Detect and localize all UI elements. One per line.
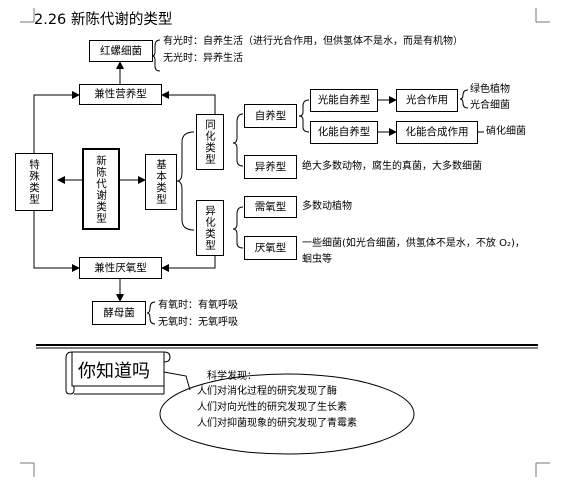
box-autotroph: 自养型 (244, 104, 297, 128)
box-dissimilation-type: 异化类型 (196, 200, 224, 256)
box-heterotroph: 异养型 (244, 155, 297, 179)
speech-ellipse (159, 373, 415, 455)
text-red-spirillum-dark: 无光时：异养生活 (163, 53, 243, 64)
box-chemosynthesis: 化能合成作用 (396, 121, 478, 144)
box-photoautotroph: 光能自养型 (310, 89, 378, 112)
text-photo-bacteria: 光合细菌 (470, 100, 510, 111)
arrow-special-to-facultative-autotroph (33, 91, 80, 153)
box-photosynthesis: 光合作用 (396, 89, 458, 112)
box-chemoautotroph: 化能自养型 (310, 121, 378, 144)
callout-line-2: 人们对向光性的研究发现了生长素 (197, 402, 347, 413)
arrow-dissimilation-to-facultative-anaerobe (161, 256, 216, 272)
box-metabolism-type: 新陈代谢类型 (82, 148, 120, 230)
brace-red-spirillum (151, 39, 161, 72)
box-aerobic: 需氧型 (244, 196, 297, 218)
box-red-spirillum: 红螺细菌 (89, 40, 153, 62)
box-special-type: 特殊类型 (15, 153, 53, 211)
text-heterotroph-examples: 绝大多数动物，腐生的真菌，大多数细菌 (302, 161, 482, 172)
text-green-plants: 绿色植物 (470, 84, 510, 95)
box-facultative-autotroph: 兼性营养型 (79, 84, 162, 105)
brace-yeast (146, 301, 156, 325)
text-red-spirillum-light: 有光时：自养生活（进行光合作用，但供氢体不是水，而是有机物） (163, 36, 463, 47)
brace-dissimilation (232, 206, 244, 249)
arrow-assimilation-to-facultative-autotroph (161, 91, 216, 114)
text-anaerobic-examples-2: 蛔虫等 (302, 254, 332, 265)
brace-assimilation (232, 113, 244, 167)
text-yeast-with-oxygen: 有氧时：有氧呼吸 (158, 300, 238, 311)
callout-line-1: 人们对消化过程的研究发现了酶 (197, 386, 337, 397)
brace-basic (176, 131, 195, 231)
arrow-special-to-facultative-anaerobe (33, 211, 80, 272)
box-anaerobic: 厌氧型 (244, 236, 297, 260)
text-nitrifying-bacteria: 硝化细菌 (486, 126, 526, 137)
callout-line-3: 人们对抑菌现象的研究发现了青霉素 (197, 418, 357, 429)
box-facultative-anaerobe: 兼性厌氧型 (79, 257, 162, 279)
callout-heading: 科学发现： (207, 371, 257, 382)
text-yeast-without-oxygen: 无氧时：无氧呼吸 (158, 317, 238, 328)
page-title: 2.26 新陈代谢的类型 (34, 12, 173, 28)
speech-pointer (163, 371, 191, 391)
box-basic-type: 基本类型 (145, 154, 177, 210)
brace-autotroph (298, 99, 310, 133)
scroll-banner-icon (65, 351, 171, 395)
callout-title: 你知道吗 (78, 361, 150, 382)
text-aerobic-examples: 多数动植物 (302, 201, 352, 212)
box-yeast: 酵母菌 (92, 301, 146, 325)
crop-marks (20, 8, 550, 477)
brace-photosynthesis (459, 89, 469, 109)
text-anaerobic-examples-1: 一些细菌(如光合细菌，供氢体不是水，不放 O₂)， (302, 238, 525, 249)
box-assimilation-type: 同化类型 (196, 114, 224, 170)
